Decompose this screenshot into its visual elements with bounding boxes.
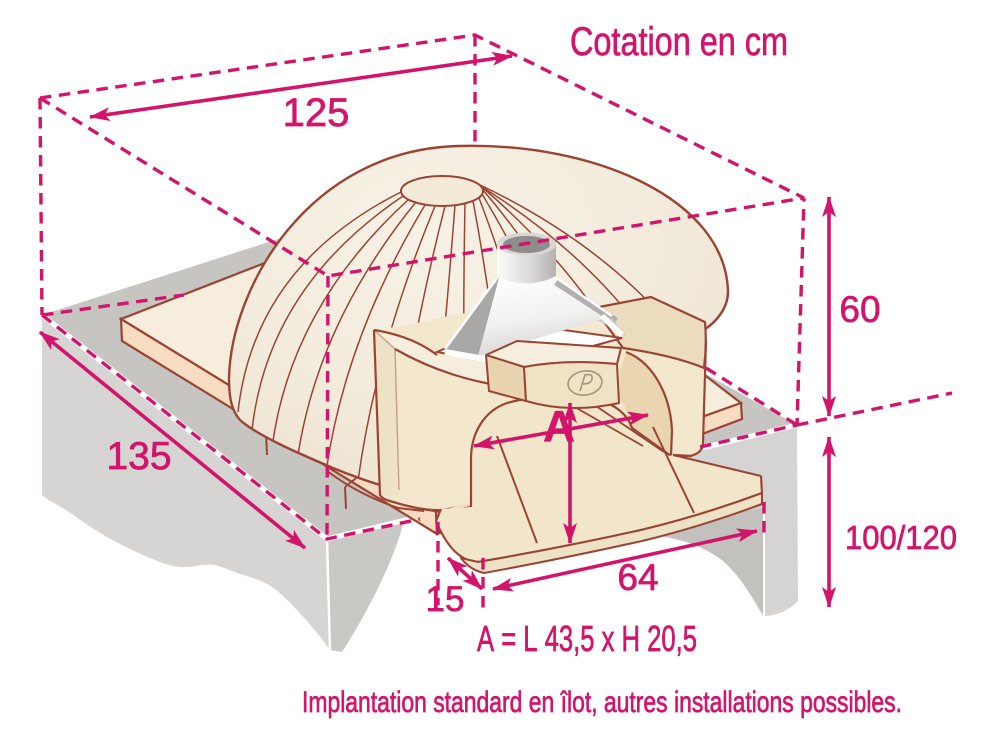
svg-text:125: 125 <box>283 91 350 135</box>
svg-text:Cotation en cm: Cotation en cm <box>570 20 788 64</box>
svg-text:A: A <box>543 402 575 451</box>
svg-text:64: 64 <box>617 557 658 598</box>
svg-text:60: 60 <box>839 289 880 330</box>
svg-text:100/120: 100/120 <box>845 519 957 556</box>
svg-text:135: 135 <box>106 435 171 478</box>
svg-text:15: 15 <box>426 580 465 619</box>
svg-text:A = L 43,5 x H 20,5: A = L 43,5 x H 20,5 <box>477 618 697 659</box>
svg-text:Implantation standard en îlot,: Implantation standard en îlot, autres in… <box>302 686 902 719</box>
